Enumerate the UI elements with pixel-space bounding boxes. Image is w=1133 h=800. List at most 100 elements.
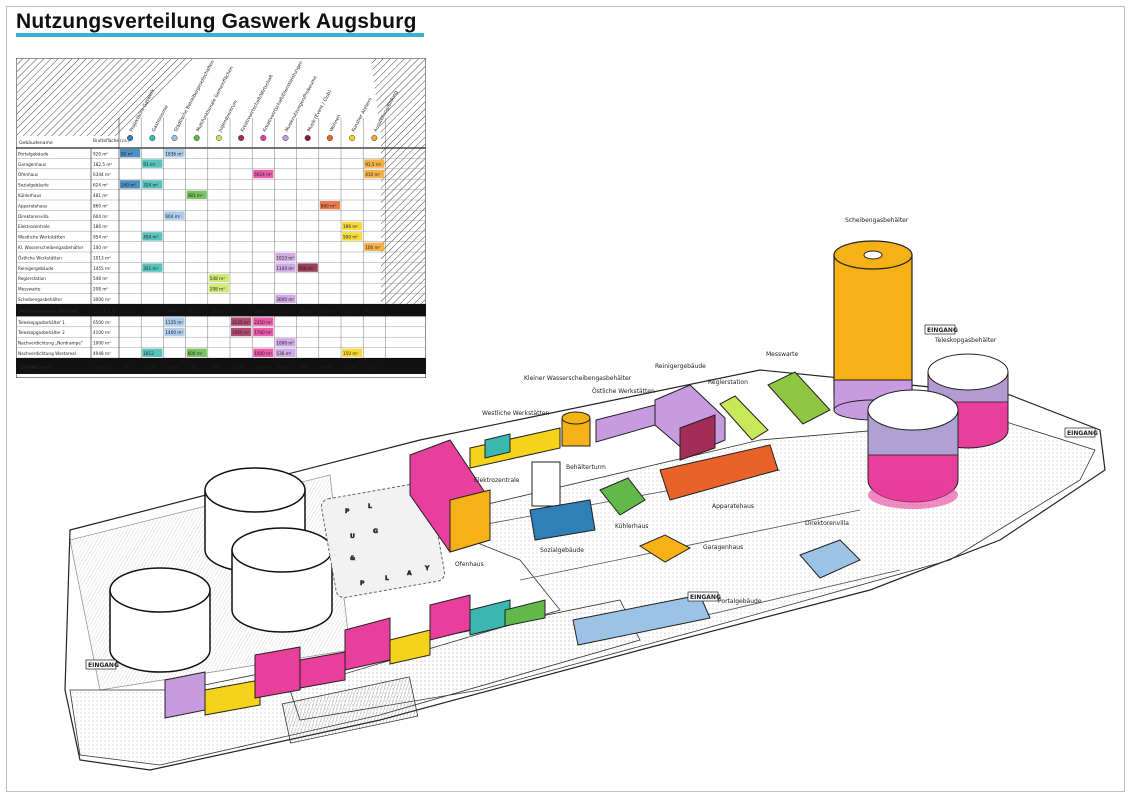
- entrance-label-1: EINGANG: [1067, 430, 1098, 437]
- row-cell-13-4: [208, 284, 229, 293]
- direktorenvilla: [799, 539, 861, 579]
- row-area-12: 548 m²: [93, 276, 108, 281]
- row-cell-8-10: [342, 232, 363, 241]
- subtotal-name: Zwischensumme Bestand: [18, 308, 78, 313]
- row-value-2-11: 410 m²: [365, 172, 380, 177]
- column-dot-6: [260, 134, 267, 141]
- new-blocks: [164, 594, 546, 719]
- row-cell-10-7: [275, 253, 296, 262]
- sum-value-4: 756: [211, 365, 220, 371]
- row-cell-7-10: [342, 221, 363, 231]
- sum-row: [16, 358, 426, 374]
- label-reinigergebaeude: Reinigergebäude: [655, 363, 706, 370]
- label-garagenhaus: Garagenhaus: [703, 544, 743, 551]
- label-portalgebaeude: Portalgebäude: [718, 598, 762, 605]
- column-dot-1: [149, 134, 156, 141]
- row-area-1: 182,5 m²: [93, 162, 112, 167]
- title-underline: [16, 33, 424, 37]
- row-cell-5-9: [319, 201, 340, 210]
- row-value-0-0: 92 m²: [121, 151, 134, 156]
- row-value-4-3: 481 m²: [188, 193, 203, 198]
- plug-play-letter-4: &: [350, 555, 355, 562]
- extra-row-name-1: Teleskopgasbehälter 2: [17, 330, 65, 335]
- sum-value-2: 4604: [166, 365, 178, 371]
- row-value-2-6: 5924 m²: [254, 172, 272, 177]
- row-name-13: Messwarte: [18, 287, 41, 292]
- sum-value-5: 3125: [233, 365, 245, 371]
- row-value-11-7: 1104 m²: [276, 266, 294, 271]
- extra-row-cell-0-5: [231, 317, 252, 326]
- label-behaelterturm: Behälterturm: [566, 464, 606, 471]
- apparatehaus: [659, 444, 779, 501]
- row-value-8-1: 454 m²: [143, 235, 158, 240]
- extra-row-cell-3-3: [186, 348, 207, 357]
- row-name-7: Elektrozentrale: [18, 224, 50, 229]
- row-area-8: 954 m²: [93, 235, 108, 240]
- row-value-12-4: 548 m²: [210, 276, 225, 281]
- row-value-5-9: 860 m²: [321, 203, 336, 208]
- sum-total: 28194,5: [93, 365, 112, 371]
- row-name-2: Ofenhaus: [18, 172, 38, 177]
- column-dot-5: [238, 134, 245, 141]
- reinigergebaeude: [654, 384, 726, 461]
- row-value-8-10: 500 m²: [343, 235, 358, 240]
- label-teleskopgasbehaelter: Teleskopgasbehälter: [934, 337, 997, 344]
- column-dot-4: [215, 134, 222, 141]
- extra-row-value-0-6: 2250 m²: [254, 320, 272, 325]
- sum-value-1: 1220: [144, 365, 156, 371]
- subtotal-value-2: 2440 m²: [165, 308, 183, 313]
- extra-row-cell-3-1: [142, 348, 163, 357]
- extra-row-cell-3-6: [253, 348, 274, 357]
- row-cell-0-2: [164, 149, 185, 158]
- row-value-14-7: 3000 m²: [276, 297, 294, 302]
- extra-row-area-3: 4948 m²: [93, 351, 111, 356]
- teleskopgasbehaelter: [867, 353, 1009, 509]
- row-value-10-7: 1013 m²: [276, 255, 294, 260]
- extra-row-name-2: Nachverdichtung „Nordrampe“: [18, 341, 83, 346]
- row-cell-3-0: [120, 180, 141, 189]
- row-area-4: 481 m²: [93, 193, 108, 198]
- subtotal-value-10: 871 m²: [343, 308, 358, 313]
- plug-play-letter-8: Y: [424, 565, 430, 572]
- row-area-11: 1455 m²: [93, 266, 111, 271]
- plug-play-letter-7: A: [407, 570, 412, 577]
- kleiner-wasserscheibengasbehaelter: [561, 411, 591, 447]
- row-value-11-1: 351 m²: [143, 266, 158, 271]
- row-cell-11-7: [275, 263, 296, 272]
- row-name-8: Westliche Werkstätten: [18, 235, 65, 240]
- row-value-11-8: 500 m²: [299, 266, 314, 271]
- subtotal-value-9: 860 m²: [321, 308, 336, 313]
- row-area-10: 1013 m²: [93, 255, 111, 260]
- extra-row-value-3-10: 150 m²: [343, 351, 358, 356]
- page-frame: [6, 6, 1125, 792]
- old-tanks: [109, 467, 333, 673]
- sum-value-6: 10409: [255, 365, 270, 371]
- column-dot-8: [304, 134, 311, 141]
- subtotal-value-3: 481 m²: [188, 308, 203, 313]
- label-kuehlerhaus: Kühlerhaus: [615, 523, 648, 530]
- extra-row-name-0: Teleskopgasbehälter 1: [17, 320, 65, 325]
- extra-row-cell-1-6: [253, 327, 274, 337]
- label-elektrozentrale: Elektrozentrale: [474, 477, 520, 484]
- label-scheibengasbehaelter: Scheibengasbehälter: [845, 217, 909, 224]
- plug-play-letter-6: L: [385, 575, 389, 582]
- entrance-flag-2: EINGANG: [687, 591, 721, 602]
- header-area: Bruttofläche (ca.): [93, 138, 130, 143]
- entrance-label-2: EINGANG: [690, 594, 721, 601]
- row-name-1: Garagenhaus: [18, 162, 46, 167]
- extra-row-cell-3-10: [342, 348, 363, 357]
- extra-row-area-0: 6500 m²: [93, 320, 111, 325]
- entrance-flag-0: EINGANG: [924, 324, 958, 335]
- column-dot-3: [193, 134, 200, 141]
- extra-row-value-0-2: 1125 m²: [165, 320, 183, 325]
- extra-row-cell-0-2: [164, 317, 185, 326]
- row-cell-3-1: [142, 180, 163, 189]
- row-value-0-2: 1836 m²: [165, 151, 183, 156]
- row-cell-6-2: [164, 211, 185, 220]
- subtotal-value-8: 500 m²: [299, 308, 314, 313]
- sum-value-8: 500: [300, 365, 309, 371]
- column-dot-7: [282, 134, 289, 141]
- subtotal-value-4: 756 m²: [210, 308, 225, 313]
